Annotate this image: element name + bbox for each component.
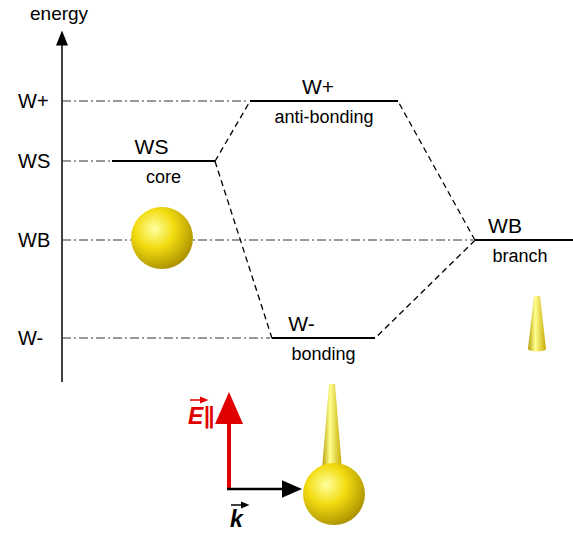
axis-tick-label: W+ [18, 90, 49, 112]
correlation-line [398, 101, 475, 240]
level-symbol: WS [135, 135, 169, 158]
core-sphere [131, 207, 193, 269]
energy-axis [61, 38, 63, 382]
vector-mark [190, 399, 204, 401]
level-symbol: W- [288, 312, 314, 335]
level-name: branch [492, 247, 547, 267]
wave-vector-arrow [227, 488, 292, 491]
axis-tick-label: WS [18, 150, 50, 172]
wave-vector-label: k [230, 507, 243, 532]
combined-sphere [303, 463, 365, 525]
vector-mark [231, 504, 245, 506]
level-symbol: WB [488, 214, 522, 237]
level-name: core [146, 168, 181, 188]
anti-bonding-level: W+anti-bonding [250, 100, 398, 103]
level-line [475, 239, 573, 241]
correlation-line [215, 161, 272, 338]
guide-lines [62, 101, 473, 338]
field-arrow [227, 408, 231, 489]
axis-tick-label: WB [18, 229, 50, 251]
branch-level: WBbranch [475, 239, 573, 242]
level-name: bonding [291, 345, 355, 365]
level-line [250, 100, 398, 102]
field-label: E∥ [188, 404, 215, 429]
correlation-line [215, 101, 250, 161]
level-line [272, 337, 375, 339]
axis-tick-label: W- [18, 327, 43, 349]
bonding-level: W-bonding [272, 337, 375, 340]
branch-cone [528, 296, 546, 352]
correlation-line [375, 240, 475, 338]
core-level: WScore [112, 160, 215, 163]
level-line [112, 160, 215, 162]
level-symbol: W+ [302, 75, 334, 98]
combined-cone [322, 384, 342, 470]
level-name: anti-bonding [274, 108, 373, 128]
axis-title: energy [30, 4, 88, 25]
